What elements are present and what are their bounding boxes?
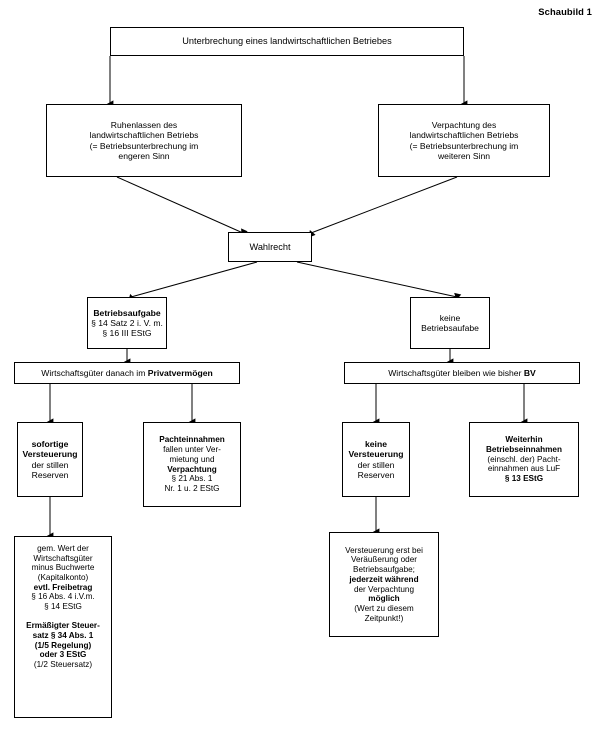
edge-wahlrecht-keine-betriebsaufgabe <box>296 261 462 301</box>
node-verpachtung[interactable]: Verpachtung des landwirtschaftlichen Bet… <box>378 104 550 177</box>
node-keine-betriebsaufgabe[interactable]: keine Betriebsaufabe <box>410 297 490 349</box>
node-gemeiner-wert-freibetrag[interactable]: gem. Wert der Wirtschaftsgüter minus Buc… <box>14 536 112 718</box>
edge-wahlrecht-betriebsaufgabe <box>128 261 258 302</box>
node-keine-betriebsaufgabe-label: keine Betriebsaufabe <box>421 312 479 333</box>
node-unterbrechung[interactable]: Unterbrechung eines landwirtschaftlichen… <box>110 27 464 56</box>
edge-ruhenlassen-wahlrecht <box>116 176 248 236</box>
node-versteuerung-erst-bei-label: Versteuerung erst bei Veräußerung oder B… <box>345 545 423 623</box>
node-ruhenlassen[interactable]: Ruhenlassen des landwirtschaftlichen Bet… <box>46 104 242 177</box>
node-bleiben-bv-label: Wirtschaftsgüter bleiben wie bisher BV <box>388 367 536 378</box>
node-keine-versteuerung[interactable]: keine Versteuerung der stillen Reserven <box>342 422 410 497</box>
node-keine-versteuerung-label: keine Versteuerung der stillen Reserven <box>348 439 404 480</box>
node-weiterhin-betriebseinnahmen[interactable]: Weiterhin Betriebseinnahmen (einschl. de… <box>469 422 579 497</box>
node-weiterhin-betriebseinnahmen-label: Weiterhin Betriebseinnahmen (einschl. de… <box>486 435 562 483</box>
node-betriebsaufgabe-label: Betriebsaufgabe § 14 Satz 2 i. V. m. § 1… <box>91 307 163 339</box>
figure-label: Schaubild 1 <box>538 6 592 17</box>
node-pachteinnahmen-label: Pachteinnahmen fallen unter Ver- mietung… <box>159 435 225 493</box>
node-privatvermoegen[interactable]: Wirtschaftsgüter danach im Privatvermöge… <box>14 362 240 384</box>
node-privatvermoegen-label: Wirtschaftsgüter danach im Privatvermöge… <box>41 367 213 378</box>
edge-verpachtung-wahlrecht <box>308 176 458 238</box>
node-gemeiner-wert-freibetrag-label: gem. Wert der Wirtschaftsgüter minus Buc… <box>26 544 100 670</box>
node-bleiben-bv[interactable]: Wirtschaftsgüter bleiben wie bisher BV <box>344 362 580 384</box>
node-versteuerung-erst-bei[interactable]: Versteuerung erst bei Veräußerung oder B… <box>329 532 439 637</box>
node-ruhenlassen-label: Ruhenlassen des landwirtschaftlichen Bet… <box>89 120 199 161</box>
node-betriebsaufgabe[interactable]: Betriebsaufgabe § 14 Satz 2 i. V. m. § 1… <box>87 297 167 349</box>
node-sofortige-versteuerung-label: sofortige Versteuerung der stillen Reser… <box>22 439 78 480</box>
node-wahlrecht[interactable]: Wahlrecht <box>228 232 312 262</box>
node-unterbrechung-label: Unterbrechung eines landwirtschaftlichen… <box>182 36 392 47</box>
node-pachteinnahmen[interactable]: Pachteinnahmen fallen unter Ver- mietung… <box>143 422 241 507</box>
node-wahlrecht-label: Wahlrecht <box>249 241 291 252</box>
node-verpachtung-label: Verpachtung des landwirtschaftlichen Bet… <box>409 120 519 161</box>
node-sofortige-versteuerung[interactable]: sofortige Versteuerung der stillen Reser… <box>17 422 83 497</box>
